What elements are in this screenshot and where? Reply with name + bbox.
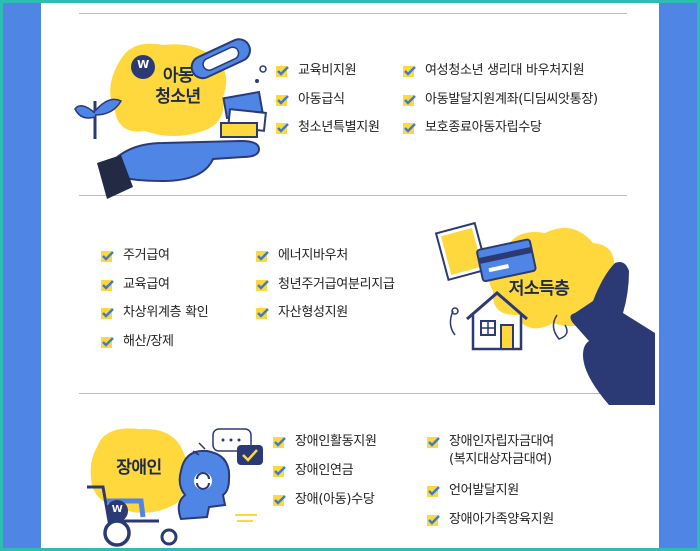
divider-top: [79, 13, 627, 14]
disabled-illustration: [87, 428, 263, 547]
disabled-item-text: 장애(아동)수당: [295, 492, 375, 507]
checkbox-icon: [256, 251, 269, 262]
checkbox-icon: [427, 486, 440, 497]
checkbox-icon: [276, 123, 289, 134]
checkbox-icon: [101, 337, 114, 348]
disabled-item-text: 언어발달지원: [449, 483, 519, 498]
checkbox-icon: [276, 95, 289, 106]
checkbox-icon: [256, 280, 269, 291]
list-item: 여성청소년 생리대 바우처지원: [403, 62, 585, 80]
lowincome-item-text: 차상위계층 확인: [123, 305, 209, 320]
list-item: 청소년특별지원: [276, 119, 380, 137]
youth-badge-mark: W: [137, 58, 149, 71]
disabled-title: 장애인: [116, 458, 162, 478]
divider-2: [79, 393, 627, 394]
checkbox-icon: [273, 466, 286, 477]
list-item: 장애인자립자금대여 (복지대상자금대여): [427, 433, 554, 469]
youth-item-text: 아동급식: [298, 92, 345, 107]
disabled-item-text: 장애인활동지원: [295, 434, 377, 449]
youth-item-text: 여성청소년 생리대 바우처지원: [425, 63, 585, 78]
checkbox-icon: [101, 308, 114, 319]
youth-illustration: [74, 38, 267, 199]
lowincome-item-text: 에너지바우처: [278, 248, 348, 263]
youth-item-text: 아동발달지원계좌(디딤씨앗통장): [425, 92, 598, 107]
divider-1: [79, 195, 627, 196]
list-item: 장애인연금: [273, 462, 354, 480]
lowincome-title: 저소득층: [508, 279, 570, 299]
lowincome-item-text: 해산/장제: [123, 334, 174, 349]
list-item: 교육급여: [101, 276, 170, 294]
lowincome-item-text: 교육급여: [123, 277, 170, 292]
list-item: 장애인활동지원: [273, 433, 377, 451]
checkbox-icon: [101, 251, 114, 262]
youth-title-line1: 아동: [162, 66, 194, 86]
list-item: 차상위계층 확인: [101, 304, 209, 322]
checkbox-icon: [427, 437, 440, 448]
disabled-item-text: 장애인자립자금대여: [449, 434, 554, 449]
list-item: 교육비지원: [276, 62, 357, 80]
list-item: 언어발달지원: [427, 482, 519, 500]
list-item: 에너지바우처: [256, 247, 348, 265]
lowincome-item-text: 주거급여: [123, 248, 170, 263]
list-item: 장애아가족양육지원: [427, 511, 554, 529]
disabled-item-text: 장애아가족양육지원: [449, 512, 554, 527]
list-item: 자산형성지원: [256, 304, 348, 322]
checkbox-icon: [276, 66, 289, 77]
list-item: 보호종료아동자립수당: [403, 119, 542, 137]
checkbox-icon: [403, 123, 416, 134]
list-item: 주거급여: [101, 247, 170, 265]
checkbox-icon: [427, 515, 440, 526]
disabled-item-subtext: (복지대상자금대여): [449, 452, 552, 467]
checkbox-icon: [273, 437, 286, 448]
lowincome-item-text: 자산형성지원: [278, 305, 348, 320]
list-item: 아동발달지원계좌(디딤씨앗통장): [403, 91, 598, 109]
list-item: 해산/장제: [101, 333, 174, 351]
content-panel: W 아동 청소년 교육비지원 아동급식 청소년특별지원 여성청소년 생리대 바우…: [41, 3, 659, 548]
lowincome-illustration: [434, 221, 655, 405]
youth-item-text: 청소년특별지원: [298, 120, 380, 135]
checkbox-icon: [403, 95, 416, 106]
disabled-badge-mark: W: [111, 504, 123, 515]
checkbox-icon: [403, 66, 416, 77]
disabled-item-text-wrap: 장애인자립자금대여 (복지대상자금대여): [449, 433, 554, 469]
checkbox-icon: [273, 495, 286, 506]
checkbox-icon: [101, 280, 114, 291]
list-item: 청년주거급여분리지급: [256, 276, 395, 294]
youth-title: 아동 청소년: [143, 66, 213, 108]
youth-item-text: 보호종료아동자립수당: [425, 120, 542, 135]
list-item: 아동급식: [276, 91, 345, 109]
disabled-item-text: 장애인연금: [295, 463, 354, 478]
list-item: 장애(아동)수당: [273, 491, 375, 509]
youth-item-text: 교육비지원: [298, 63, 357, 78]
outer-frame: W 아동 청소년 교육비지원 아동급식 청소년특별지원 여성청소년 생리대 바우…: [3, 3, 697, 548]
lowincome-item-text: 청년주거급여분리지급: [278, 277, 395, 292]
checkbox-icon: [256, 308, 269, 319]
youth-title-line2: 청소년: [155, 87, 201, 107]
